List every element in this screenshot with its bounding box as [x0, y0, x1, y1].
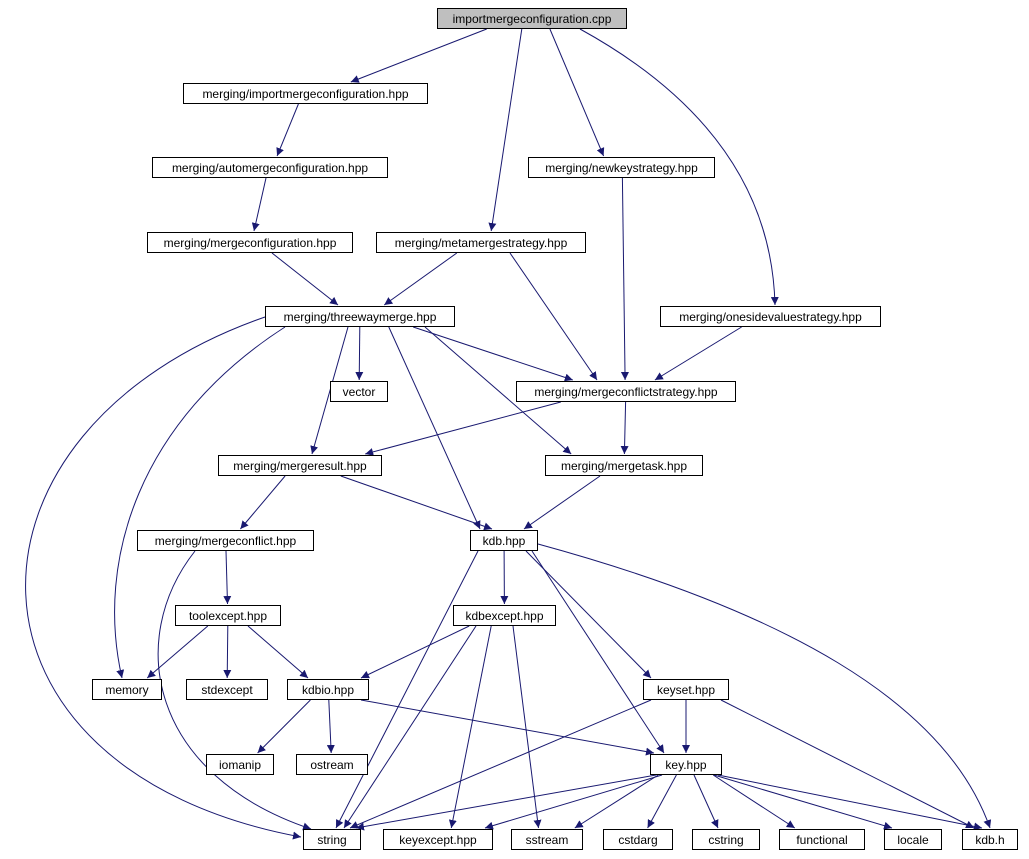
edge-merging-mergeconflictstrategy-hpp-to-merging-mergeresult-hpp [365, 401, 561, 456]
edge-key-hpp-to-cstring [693, 774, 719, 829]
edge-kdb-hpp-to-kdb-h [537, 543, 992, 829]
edge-key-hpp-to-sstream [574, 774, 659, 829]
edge-key-hpp-to-kdb-h [717, 774, 983, 831]
node-merging-importmergeconfiguration-hpp[interactable]: merging/importmergeconfiguration.hpp [183, 83, 428, 104]
edge-merging-threewaymerge-hpp-to-memory [114, 326, 286, 679]
node-merging-automergeconfiguration-hpp[interactable]: merging/automergeconfiguration.hpp [152, 157, 388, 178]
node-kdb-hpp[interactable]: kdb.hpp [470, 530, 538, 551]
node-importmergeconfiguration-cpp: importmergeconfiguration.cpp [437, 8, 627, 29]
node-toolexcept-hpp[interactable]: toolexcept.hpp [175, 605, 281, 626]
edge-merging-threewaymerge-hpp-to-vector [355, 326, 364, 381]
edge-kdbexcept-hpp-to-string [343, 625, 477, 829]
edge-merging-mergetask-hpp-to-kdb-hpp [523, 475, 601, 530]
edge-merging-onesidevaluestrategy-hpp-to-merging-mergeconflictstrategy-hpp [654, 326, 742, 381]
edge-merging-mergeconflict-hpp-to-string [157, 550, 312, 831]
edge-merging-importmergeconfiguration-hpp-to-merging-automergeconfiguration-hpp [276, 103, 299, 157]
edge-merging-mergeconflict-hpp-to-toolexcept-hpp [223, 550, 232, 605]
edge-keyset-hpp-to-string [349, 699, 652, 829]
edge-keyset-hpp-to-kdb-h [720, 699, 975, 829]
edge-toolexcept-hpp-to-kdbio-hpp [247, 625, 309, 679]
node-merging-mergeresult-hpp[interactable]: merging/mergeresult.hpp [218, 455, 382, 476]
node-iomanip: iomanip [206, 754, 274, 775]
edge-kdb-hpp-to-string [335, 550, 479, 829]
edge-merging-automergeconfiguration-hpp-to-merging-mergeconfiguration-hpp [251, 177, 267, 232]
node-merging-mergeconflict-hpp[interactable]: merging/mergeconflict.hpp [137, 530, 314, 551]
node-locale: locale [884, 829, 942, 850]
edge-importmergeconfiguration-cpp-to-merging-metamergestrategy-hpp [488, 28, 523, 232]
node-string: string [303, 829, 361, 850]
node-ostream: ostream [296, 754, 368, 775]
edge-merging-threewaymerge-hpp-to-merging-mergeconflictstrategy-hpp [413, 326, 573, 382]
edge-importmergeconfiguration-cpp-to-merging-newkeystrategy-hpp [549, 28, 605, 157]
node-stdexcept: stdexcept [186, 679, 268, 700]
edge-merging-metamergestrategy-hpp-to-merging-mergeconflictstrategy-hpp [509, 252, 598, 381]
edge-merging-metamergestrategy-hpp-to-merging-threewaymerge-hpp [383, 252, 458, 306]
node-merging-mergetask-hpp[interactable]: merging/mergetask.hpp [545, 455, 703, 476]
edge-importmergeconfiguration-cpp-to-merging-onesidevaluestrategy-hpp [579, 28, 779, 306]
node-cstring: cstring [692, 829, 760, 850]
node-key-hpp[interactable]: key.hpp [650, 754, 722, 775]
node-kdbio-hpp[interactable]: kdbio.hpp [287, 679, 369, 700]
node-merging-mergeconfiguration-hpp[interactable]: merging/mergeconfiguration.hpp [147, 232, 353, 253]
edge-kdbio-hpp-to-iomanip [257, 699, 311, 754]
node-keyexcept-hpp[interactable]: keyexcept.hpp [383, 829, 493, 850]
node-merging-metamergestrategy-hpp[interactable]: merging/metamergestrategy.hpp [376, 232, 586, 253]
edge-kdb-hpp-to-keyset-hpp [525, 550, 652, 679]
edge-kdb-hpp-to-key-hpp [531, 550, 665, 754]
edge-kdbio-hpp-to-ostream [326, 699, 335, 754]
node-merging-threewaymerge-hpp[interactable]: merging/threewaymerge.hpp [265, 306, 455, 327]
edge-importmergeconfiguration-cpp-to-merging-importmergeconfiguration-hpp [350, 28, 487, 83]
node-functional: functional [779, 829, 865, 850]
edge-kdbexcept-hpp-to-kdbio-hpp [360, 625, 470, 679]
edge-merging-threewaymerge-hpp-to-kdb-hpp [388, 326, 481, 530]
node-merging-onesidevaluestrategy-hpp[interactable]: merging/onesidevaluestrategy.hpp [660, 306, 881, 327]
edge-key-hpp-to-locale [713, 774, 893, 830]
edge-kdbexcept-hpp-to-sstream [512, 625, 542, 829]
edge-kdbexcept-hpp-to-keyexcept-hpp [448, 625, 492, 829]
node-vector: vector [330, 381, 388, 402]
edge-merging-threewaymerge-hpp-to-merging-mergetask-hpp [424, 326, 572, 455]
edge-merging-mergeconflictstrategy-hpp-to-merging-mergetask-hpp [620, 401, 629, 455]
node-sstream: sstream [511, 829, 583, 850]
edge-key-hpp-to-cstdarg [647, 774, 677, 829]
edge-merging-newkeystrategy-hpp-to-merging-mergeconflictstrategy-hpp [620, 177, 629, 381]
node-merging-mergeconflictstrategy-hpp[interactable]: merging/mergeconflictstrategy.hpp [516, 381, 736, 402]
node-kdbexcept-hpp[interactable]: kdbexcept.hpp [453, 605, 556, 626]
edge-toolexcept-hpp-to-stdexcept [223, 625, 232, 679]
edge-merging-mergeresult-hpp-to-kdb-hpp [340, 475, 493, 531]
edge-merging-threewaymerge-hpp-to-string [25, 316, 302, 840]
edge-kdbio-hpp-to-key-hpp [360, 699, 655, 756]
edge-key-hpp-to-string [355, 774, 657, 831]
node-keyset-hpp[interactable]: keyset.hpp [643, 679, 729, 700]
edge-key-hpp-to-functional [712, 774, 796, 829]
edge-key-hpp-to-keyexcept-hpp [484, 774, 663, 830]
node-merging-newkeystrategy-hpp[interactable]: merging/newkeystrategy.hpp [528, 157, 715, 178]
node-cstdarg: cstdarg [603, 829, 673, 850]
node-memory: memory [92, 679, 162, 700]
edge-merging-mergeconfiguration-hpp-to-merging-threewaymerge-hpp [271, 252, 339, 306]
edge-toolexcept-hpp-to-memory [146, 625, 209, 679]
node-kdb-h[interactable]: kdb.h [962, 829, 1018, 850]
edge-merging-mergeresult-hpp-to-merging-mergeconflict-hpp [240, 475, 286, 530]
